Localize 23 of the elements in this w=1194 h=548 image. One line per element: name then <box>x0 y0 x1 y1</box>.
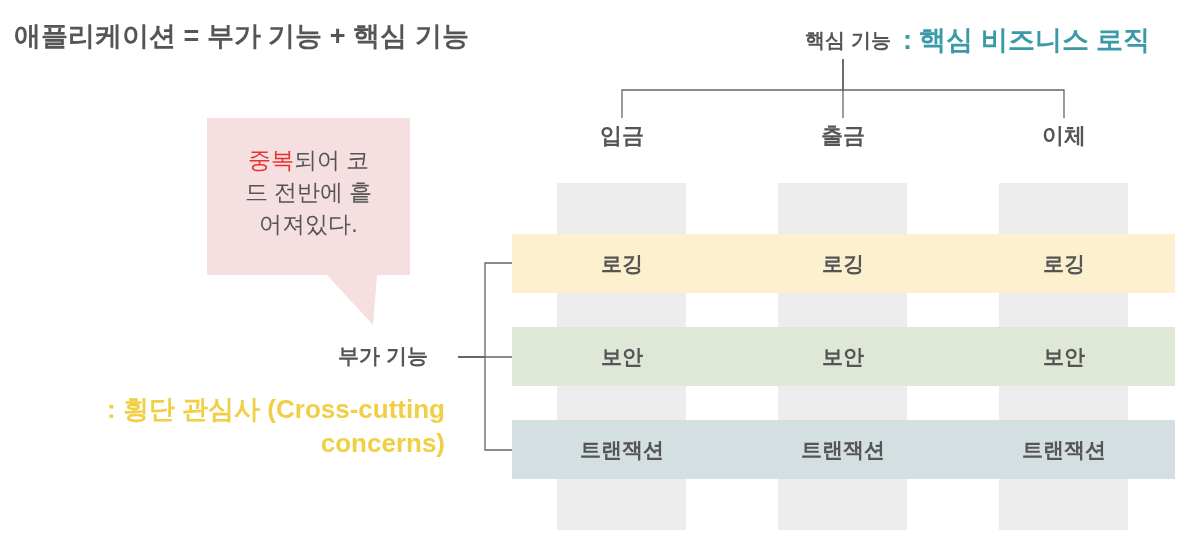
column-heading: 출금 <box>819 122 866 150</box>
band-label: 로깅 <box>1041 251 1086 277</box>
band-label: 보안 <box>820 344 865 370</box>
band-label: 보안 <box>599 344 644 370</box>
description-label: : 횡단 관심사 (Cross-cutting concerns) <box>106 393 445 460</box>
band-label: 트랜잭션 <box>578 437 665 463</box>
heading-label: 핵심 기능 <box>805 28 891 53</box>
band-label: 트랜잭션 <box>799 437 886 463</box>
column-heading: 입금 <box>598 122 645 150</box>
band <box>512 327 1175 386</box>
description-label: : 핵심 비즈니스 로직 <box>903 24 1151 57</box>
side-label: 부가 기능 <box>338 343 428 369</box>
column-heading: 이체 <box>1040 122 1087 150</box>
connector-line <box>842 58 1065 119</box>
band-label: 로깅 <box>599 251 644 277</box>
title: 애플리케이션 = 부가 기능 + 핵심 기능 <box>14 20 469 53</box>
band <box>512 420 1175 479</box>
band <box>512 234 1175 293</box>
callout-text: 중복되어 코드 전반에 흩어져있다. <box>243 146 374 239</box>
connector-line <box>457 356 513 451</box>
band-label: 보안 <box>1041 344 1086 370</box>
band-label: 트랜잭션 <box>1020 437 1107 463</box>
band-label: 로깅 <box>820 251 865 277</box>
